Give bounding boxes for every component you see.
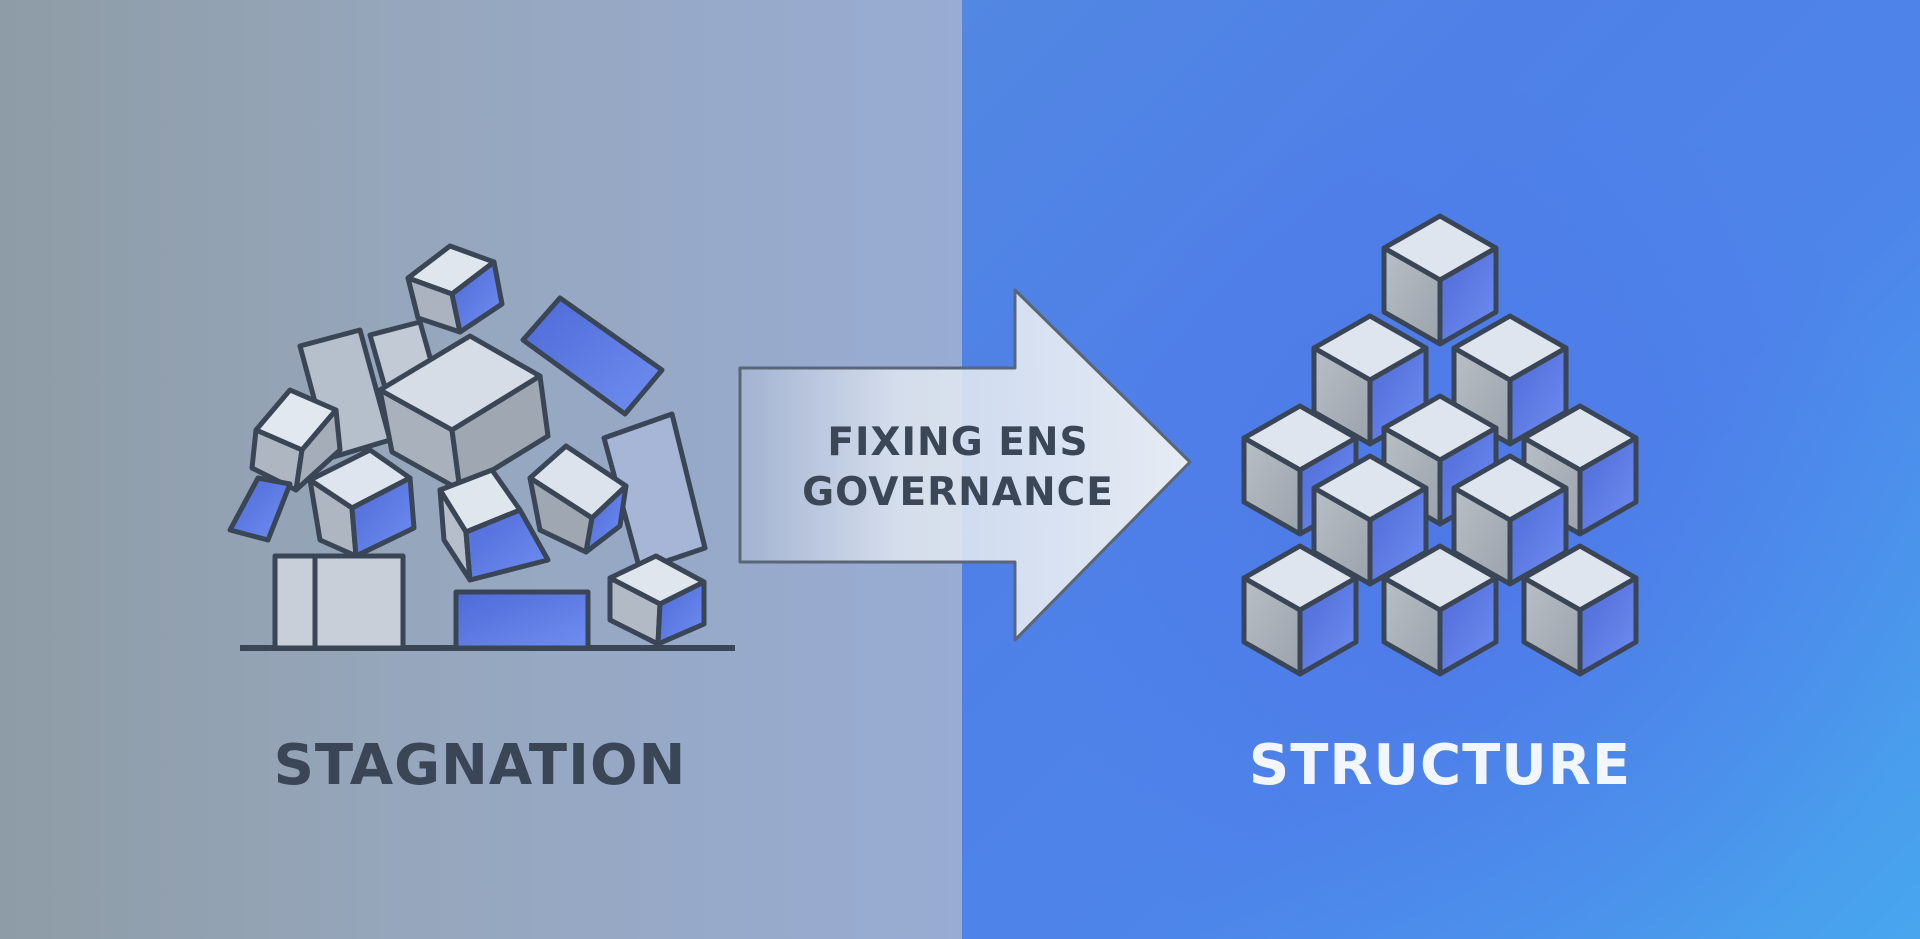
arrow-caption-line-1: FIXING ENS [827,420,1089,465]
stagnation-label: STAGNATION [273,733,687,798]
structure-label: STRUCTURE [1248,733,1632,798]
cube-pyramid-icon [1244,216,1636,674]
arrow-caption: FIXING ENS GOVERNANCE [802,418,1114,518]
cube-pile-icon [227,243,735,651]
arrow-right-icon [738,288,1192,642]
arrow-caption-line-2: GOVERNANCE [802,470,1114,515]
